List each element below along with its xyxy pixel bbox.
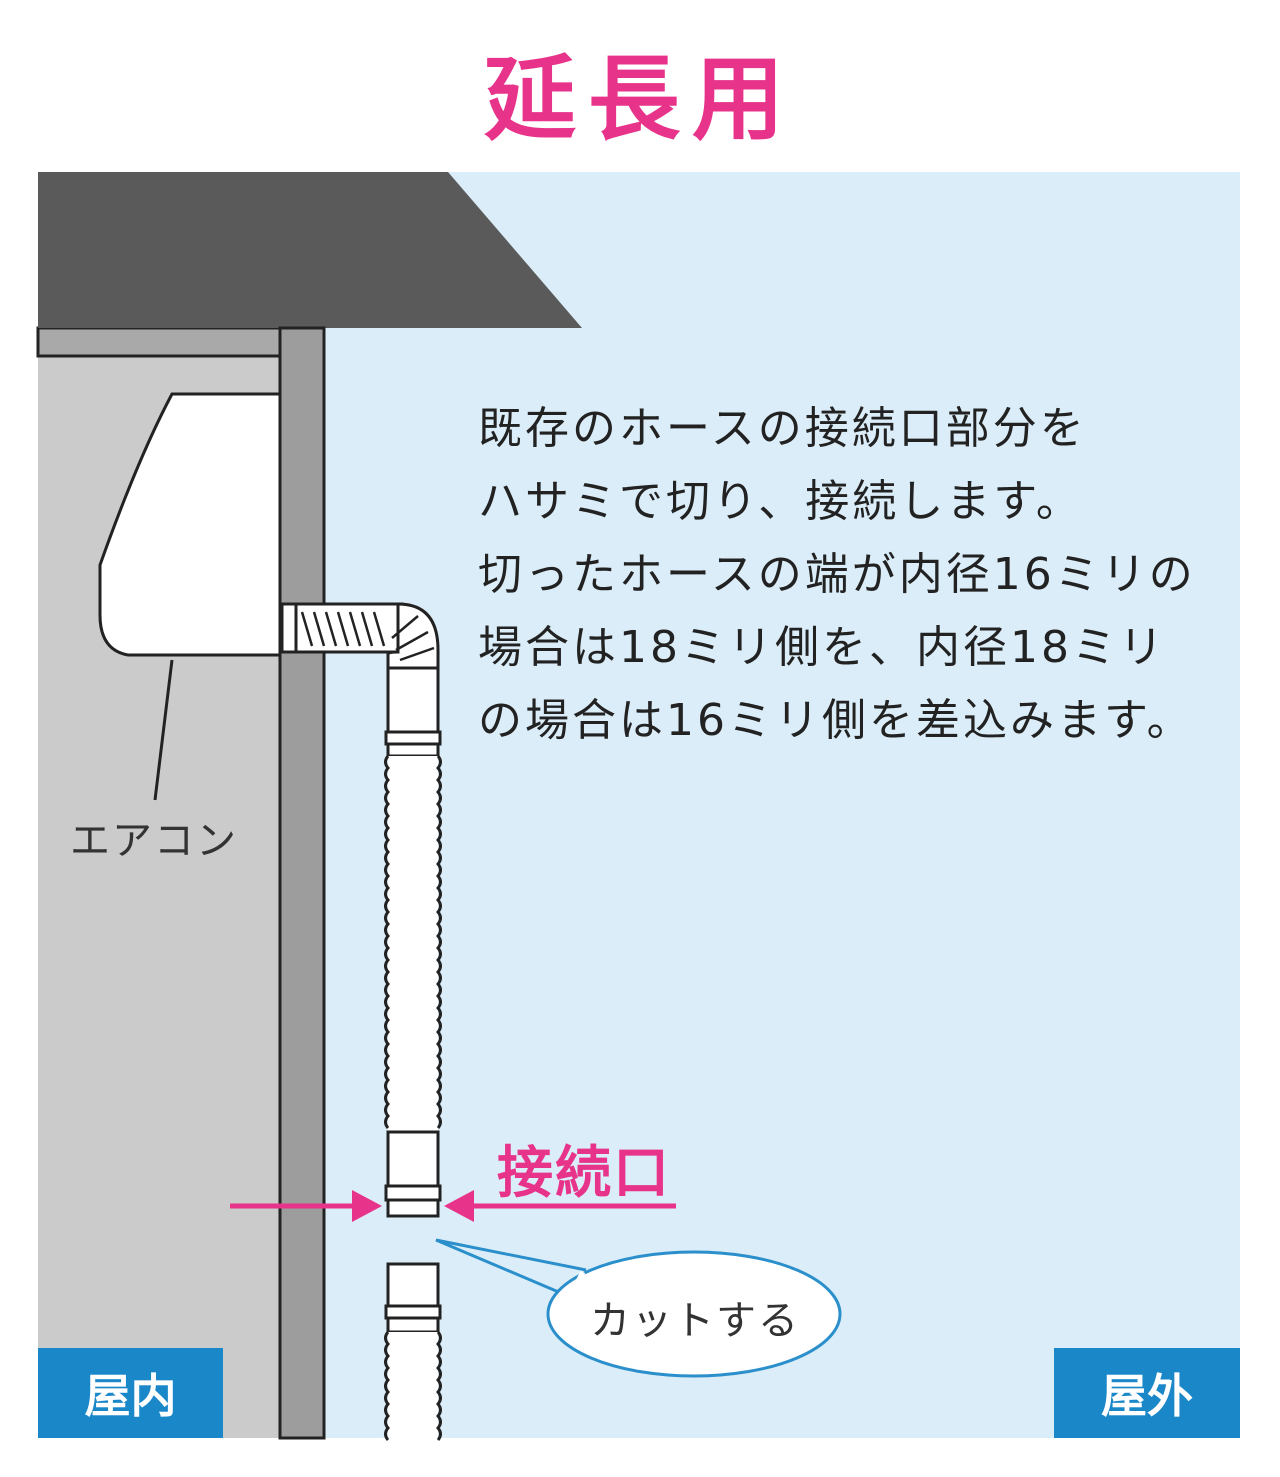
outdoor-label: 屋外 — [1101, 1369, 1193, 1423]
wall-pillar — [278, 326, 326, 1440]
outdoor-label-bg — [1054, 1348, 1240, 1438]
roof — [38, 172, 582, 328]
ceiling-band — [36, 326, 282, 358]
connection-label: 接続口 — [497, 1141, 671, 1206]
instruction-text: 既存のホースの接続口部分を ハサミで切り、接続します。 切ったホースの端が内径1… — [478, 403, 1196, 746]
page-title: 延長用 — [483, 46, 796, 153]
aircon-label: エアコン — [70, 818, 238, 864]
pipe-upper-collar — [386, 666, 440, 736]
hose-lower-section — [384, 1262, 442, 1441]
cut-label: カットする — [590, 1298, 800, 1344]
cut-callout — [435, 1238, 842, 1378]
indoor-label: 屋内 — [84, 1369, 177, 1423]
connection-fitting — [384, 1130, 442, 1218]
aircon-unit — [98, 392, 282, 657]
corrugated-hose-upper — [384, 755, 442, 1132]
hose-outlet — [280, 602, 404, 654]
indoor-label-bg — [38, 1348, 223, 1438]
connection-arrows — [230, 1190, 676, 1222]
aircon-leader-line — [153, 659, 174, 801]
